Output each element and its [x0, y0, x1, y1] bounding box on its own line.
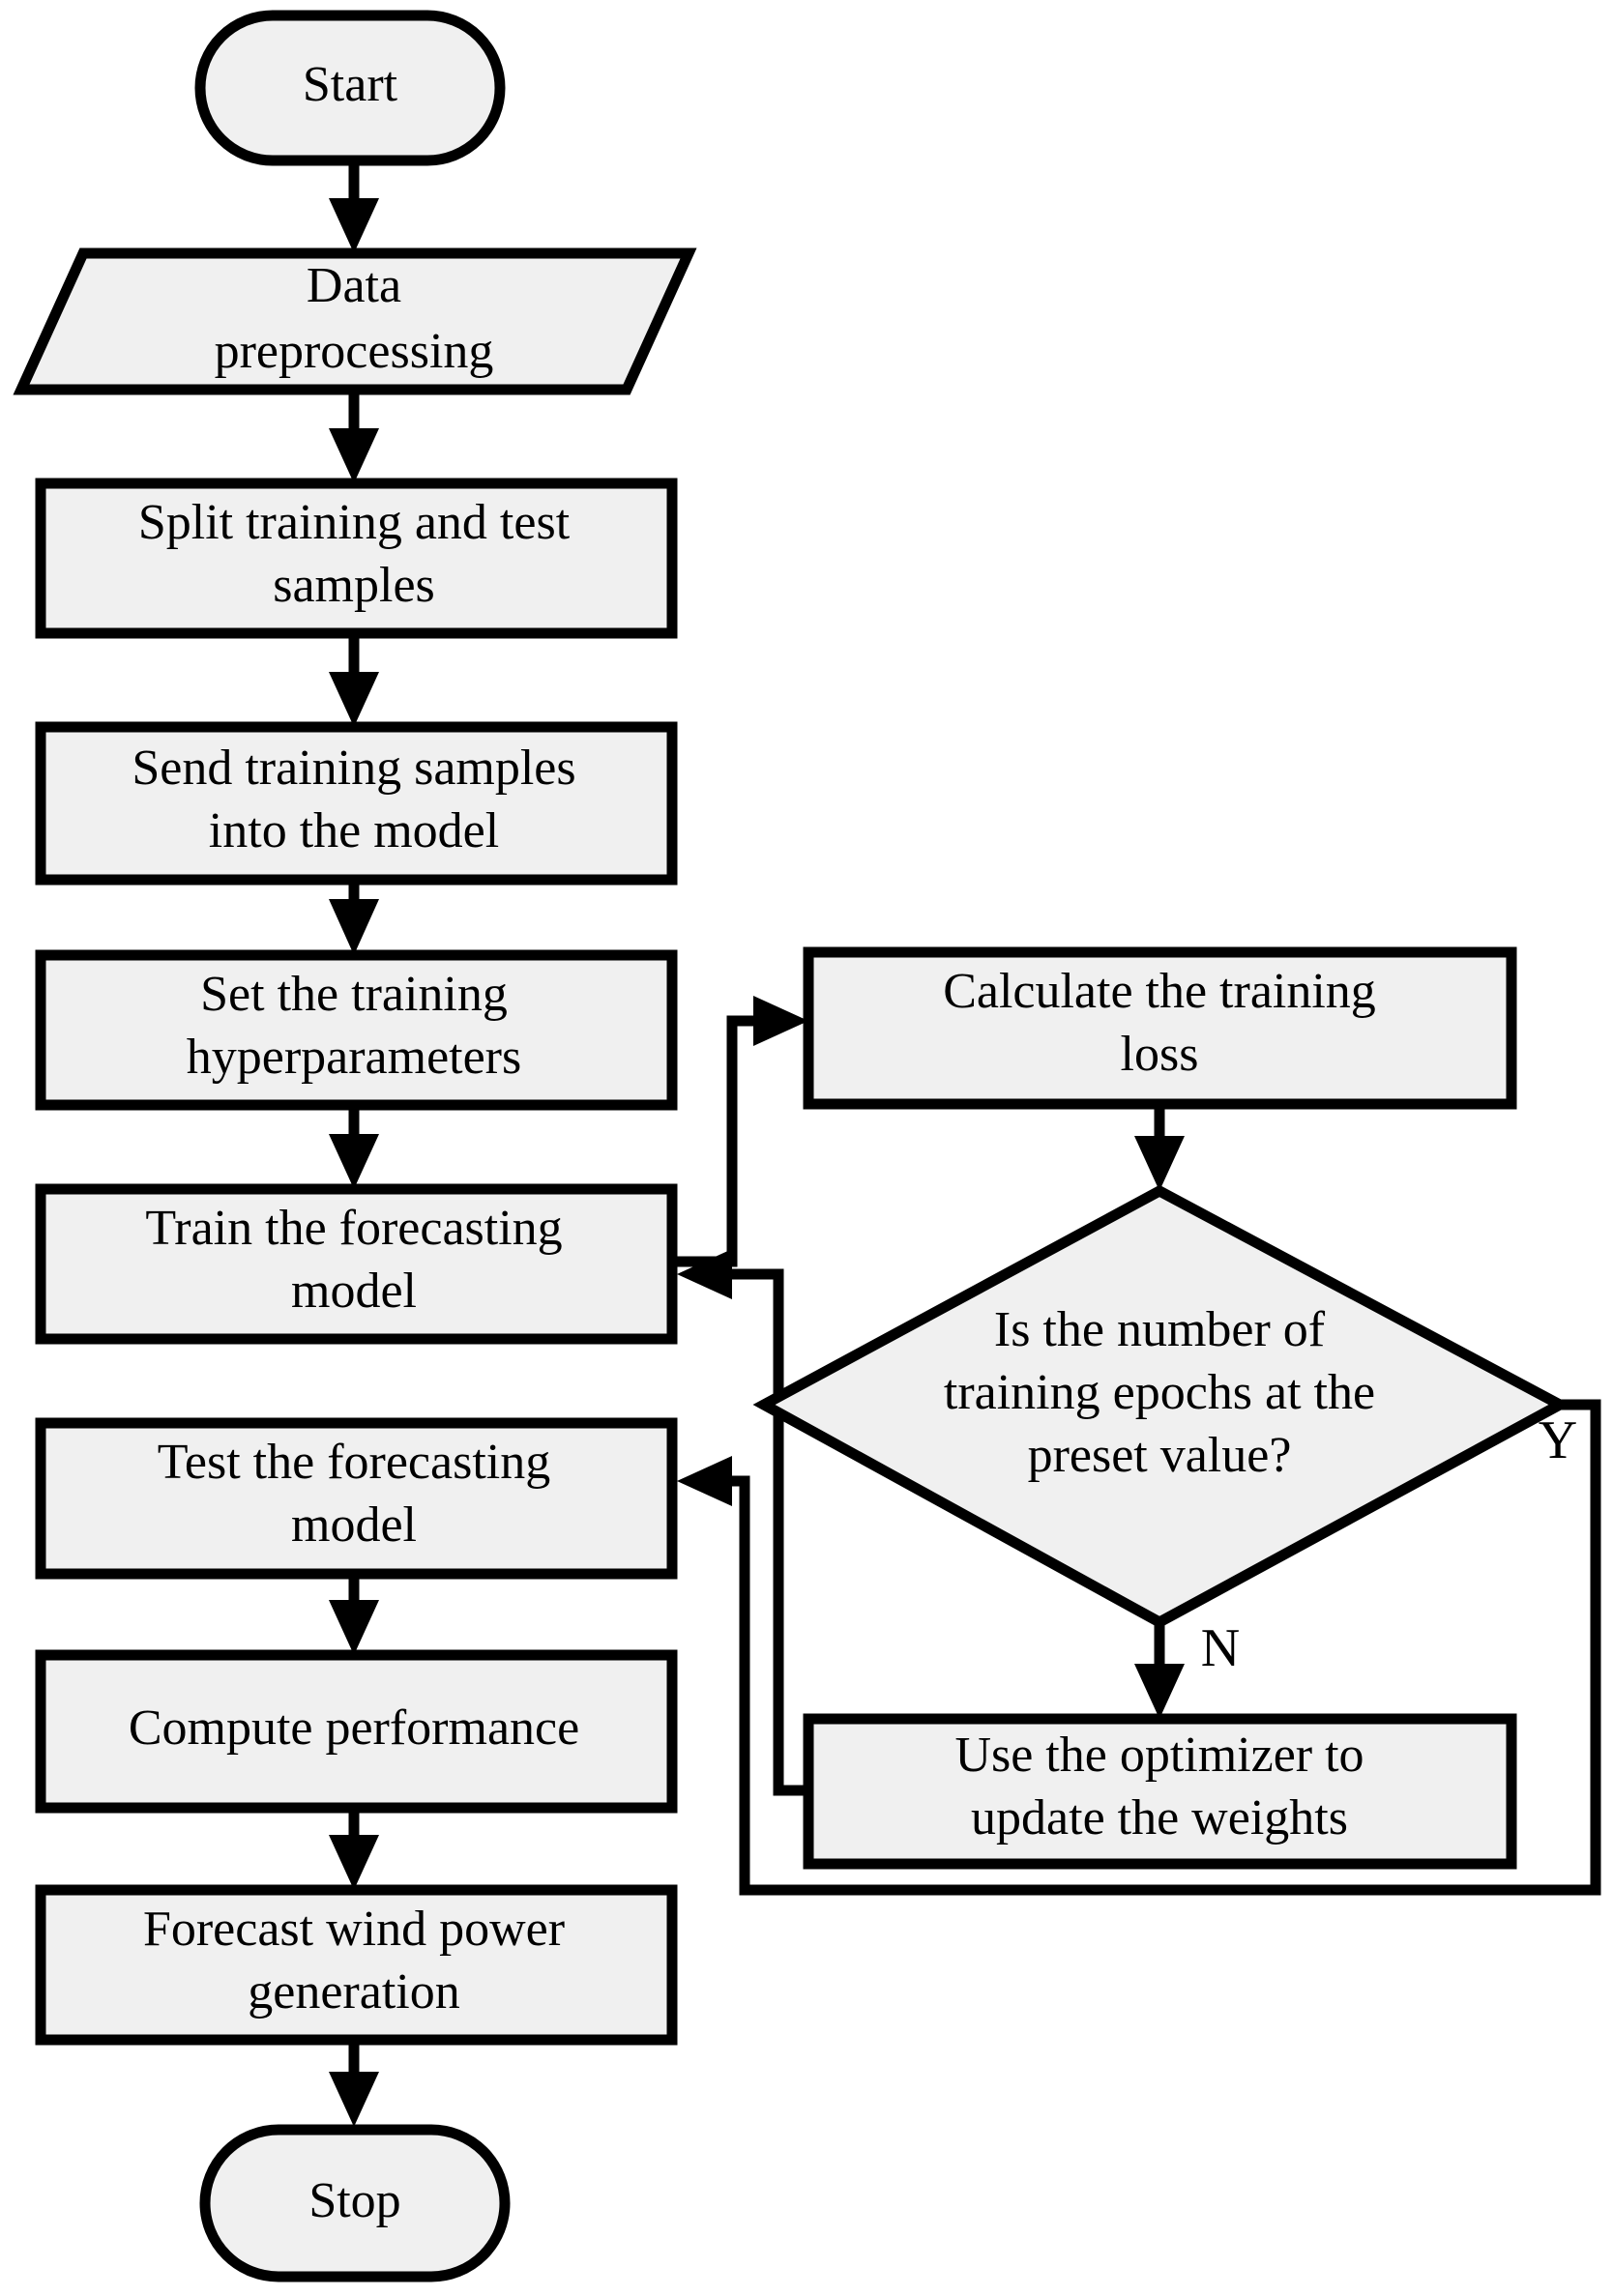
data-preprocessing-label-line1: Data — [307, 258, 401, 313]
node-set-hyperparameters[interactable]: Set the training hyperparameters — [35, 949, 678, 1111]
compute-performance-shape — [35, 1649, 678, 1814]
train-model-label-line2: model — [291, 1264, 417, 1319]
set-hyperparameters-label-line2: hyperparameters — [187, 1030, 521, 1085]
node-data-preprocessing[interactable]: Data preprocessing — [13, 247, 697, 395]
stop-label: Stop — [308, 2173, 400, 2228]
split-samples-label-line2: samples — [273, 558, 435, 613]
forecast-generation-shape — [35, 1884, 678, 2046]
epochs-decision-label-line1: Is the number of — [994, 1302, 1326, 1357]
node-forecast-generation[interactable]: Forecast wind power generation — [35, 1884, 678, 2046]
send-samples-label-line2: into the model — [209, 803, 499, 858]
update-weights-label-line1: Use the optimizer to — [954, 1728, 1364, 1783]
calculate-loss-label-line2: loss — [1121, 1027, 1199, 1082]
split-samples-label-line1: Split training and test — [138, 495, 571, 550]
train-model-shape — [35, 1183, 678, 1345]
edge-forecast-generation-to-stop — [329, 2040, 379, 2127]
node-split-samples[interactable]: Split training and test samples — [35, 478, 678, 639]
start-label: Start — [303, 57, 398, 112]
node-epochs-decision[interactable]: Is the number of training epochs at the … — [752, 1184, 1571, 1629]
edge-start-to-data-preprocessing — [329, 162, 379, 253]
edge-calculate-loss-to-epochs-decision — [1134, 1104, 1185, 1191]
send-samples-shape — [35, 721, 678, 886]
node-start[interactable]: Start — [194, 10, 506, 166]
update-weights-shape — [803, 1713, 1517, 1870]
node-send-samples[interactable]: Send training samples into the model — [35, 721, 678, 886]
node-train-model[interactable]: Train the forecasting model — [35, 1183, 678, 1345]
send-samples-label-line1: Send training samples — [132, 741, 575, 796]
test-model-shape — [35, 1417, 678, 1580]
test-model-label-line1: Test the forecasting — [158, 1435, 550, 1490]
data-preprocessing-label-line2: preprocessing — [215, 324, 494, 379]
branch-label-no: N — [1201, 1618, 1240, 1678]
set-hyperparameters-shape — [35, 949, 678, 1111]
node-compute-performance[interactable]: Compute performance — [35, 1649, 678, 1814]
node-test-model[interactable]: Test the forecasting model — [35, 1417, 678, 1580]
update-weights-label-line2: update the weights — [971, 1790, 1348, 1846]
edge-set-hyperparameters-to-train-model — [329, 1104, 379, 1189]
test-model-label-line2: model — [291, 1497, 417, 1553]
forecast-generation-label-line2: generation — [248, 1964, 459, 2020]
epochs-decision-label-line3: preset value? — [1028, 1428, 1292, 1483]
edge-compute-performance-to-forecast-generation — [329, 1808, 379, 1890]
epochs-decision-label-line2: training epochs at the — [944, 1365, 1375, 1420]
node-stop[interactable]: Stop — [199, 2124, 511, 2282]
node-calculate-loss[interactable]: Calculate the training loss — [803, 946, 1517, 1110]
stop-shape — [199, 2124, 511, 2282]
edge-test-model-to-compute-performance — [329, 1574, 379, 1655]
edge-epochs-decision-to-update-weights — [1134, 1622, 1185, 1719]
train-model-label-line1: Train the forecasting — [145, 1201, 562, 1256]
start-shape — [194, 10, 506, 166]
branch-label-yes: Y — [1539, 1410, 1577, 1470]
compute-performance-label: Compute performance — [129, 1700, 579, 1756]
edge-epochs-decision-to-test-model — [677, 1399, 1601, 1896]
calculate-loss-shape — [803, 946, 1517, 1110]
epochs-decision-shape — [752, 1184, 1571, 1629]
split-samples-shape — [35, 478, 678, 639]
edge-train-model-to-calculate-loss — [672, 996, 808, 1267]
edge-data-preprocessing-to-split-samples — [329, 392, 379, 483]
set-hyperparameters-label-line1: Set the training — [200, 967, 508, 1022]
forecast-generation-label-line1: Forecast wind power — [143, 1902, 565, 1957]
calculate-loss-label-line1: Calculate the training — [943, 964, 1376, 1019]
edge-update-weights-to-train-model — [677, 1249, 808, 1796]
edge-split-samples-to-send-samples — [329, 633, 379, 727]
edge-send-samples-to-set-hyperparameters — [329, 880, 379, 955]
node-update-weights[interactable]: Use the optimizer to update the weights — [803, 1713, 1517, 1870]
data-preprocessing-shape — [13, 247, 697, 395]
